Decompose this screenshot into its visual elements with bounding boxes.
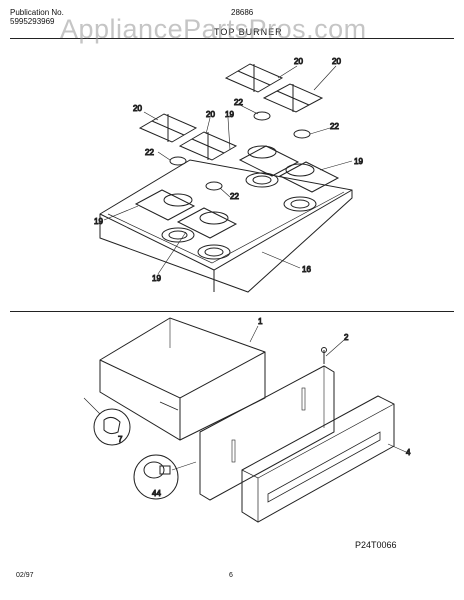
callout-burner-cap: 22 (234, 98, 243, 107)
burner-heads (134, 145, 340, 239)
callout-drawer-front: 4 (406, 448, 411, 457)
diagram-code: P24T0066 (355, 540, 397, 550)
cooktop-outline (99, 159, 353, 293)
callout-grate: 20 (206, 110, 215, 119)
watermark: AppliancePartsPros.com (60, 14, 367, 44)
burner-pans (161, 145, 317, 260)
drawer-box (99, 317, 266, 441)
callout-screw: 2 (344, 333, 349, 342)
model-number: 28686 (231, 8, 254, 17)
cooktop-assembly: 20 20 20 20 22 22 22 22 19 19 19 19 16 (94, 57, 364, 293)
grates (138, 63, 324, 161)
drawer-front (241, 395, 395, 523)
callout-burner-cap: 22 (145, 148, 154, 157)
callout-cooktop: 16 (302, 265, 311, 274)
header-rule (10, 38, 454, 39)
callout-glide: 44 (152, 489, 161, 498)
page-number: 6 (229, 572, 233, 579)
callout-burner-head: 19 (152, 274, 161, 283)
callout-roller: 7 (118, 435, 123, 444)
callout-burner-cap: 22 (330, 122, 339, 131)
drawer-assembly: 1 2 4 7 44 (83, 317, 412, 523)
callout-grate: 20 (332, 57, 341, 66)
glide-detail (133, 454, 197, 500)
callout-grate: 20 (133, 104, 142, 113)
callout-grate: 20 (294, 57, 303, 66)
callout-burner-head: 19 (94, 217, 103, 226)
callout-drawer: 1 (258, 317, 263, 326)
roller-detail (83, 397, 131, 446)
screw (321, 347, 327, 364)
section-title: TOP BURNER (214, 27, 283, 37)
publication-number: 5995293969 (10, 17, 55, 26)
burner-caps (169, 111, 311, 191)
callout-burner-cap: 22 (230, 192, 239, 201)
section-divider (10, 311, 454, 312)
footer-date: 02/97 (16, 572, 34, 579)
callout-burner-head: 19 (225, 110, 234, 119)
drawer-panel (199, 365, 335, 501)
callout-burner-head: 19 (354, 157, 363, 166)
publication-label: Publication No. (10, 8, 64, 17)
